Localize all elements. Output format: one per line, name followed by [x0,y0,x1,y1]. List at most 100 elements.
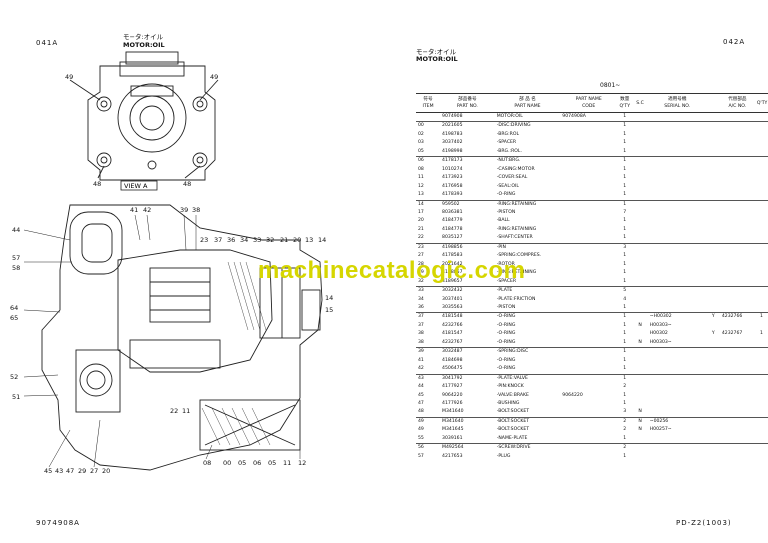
cell-sp [707,183,720,191]
cell-ano [720,209,755,217]
cell-aq: 1 [759,331,763,337]
cell-qty: 1 [623,192,627,198]
cell-ano [720,234,755,243]
exploded-diagram: 49 49 48 48 VIEW A [10,51,333,475]
cell-pno: M341640 [442,409,464,415]
cell-aq [755,426,768,434]
left-title-jp: モ−タ:オイル [123,33,164,41]
cell-ano [720,383,755,391]
cell-serial [648,166,707,174]
cell-item: 55 [418,435,424,441]
cell-qty: 1 [623,148,627,154]
cell-qty: 2 [623,445,627,451]
cell-sc [632,435,647,444]
callout-06: 06 [253,459,261,467]
cell-serial: H00303~ [649,322,672,328]
cell-serial [648,113,707,122]
cell-serial [648,348,707,357]
cell-pno: 3037401 [442,296,463,302]
callout-14: 14 [318,236,326,244]
callout-11: 11 [182,407,190,415]
callout-64: 64 [10,304,18,312]
cell-sp [707,444,720,453]
cell-name: -O-RING [496,331,516,337]
cell-name: -SPRING:DISC [496,349,529,355]
cell-name: -SPACER [496,278,517,284]
cell-sc [632,157,647,166]
cell-code [560,269,617,277]
cell-code [560,200,617,209]
cell-sp [707,383,720,391]
cell-ano [720,365,755,374]
cell-serial: ~00256 [649,418,669,424]
cell-code [560,330,617,338]
cell-item: 41 [418,357,424,363]
cell-name: -PIN [496,244,506,250]
cell-serial: H00302 [649,331,668,337]
cell-sc: N [638,322,642,328]
cell-sp: Y [711,331,715,337]
cell-qty: 1 [623,226,627,232]
right-title-en: MOTOR:OIL [416,55,458,63]
callout-11b: 11 [283,459,291,467]
cell-pno: 3032432 [442,288,463,294]
cell-item [416,113,440,122]
cell-item: 34 [418,296,424,302]
cell-ano [720,417,755,426]
cell-sp: Y [711,314,715,320]
cell-aq [755,174,768,182]
cell-ano [720,453,755,461]
cell-pno: 4184698 [442,357,463,363]
cell-code [560,226,617,234]
cell-qty: 3 [623,244,627,250]
cell-sc [632,392,647,400]
cell-sc [632,113,647,122]
cell-ano [720,113,755,122]
cell-sp [707,426,720,434]
cell-qty: 2 [623,384,627,390]
cell-name: -BOLT:SOCKET [496,418,530,424]
cell-pno: 4178583 [442,253,463,259]
cell-qty: 1 [623,175,627,181]
cell-item: 12 [418,183,424,189]
cell-serial [648,148,707,157]
cell-serial [648,234,707,243]
cell-ano [720,139,755,147]
cell-sc [632,217,647,225]
cell-name: -O-RING [496,357,516,363]
cell-ano [720,269,755,277]
cell-pno: 4181547 [442,331,463,337]
cell-serial [648,392,707,400]
cell-pno: 3037402 [442,140,463,146]
cell-name: -BOLT:SOCKET [496,427,530,433]
cell-aq [755,226,768,234]
cell-qty: 7 [623,209,627,215]
cell-serial [648,139,707,147]
cell-qty: 1 [623,322,627,328]
cell-sp [707,435,720,444]
cell-sc [632,304,647,313]
cell-ano [720,191,755,200]
hdr-sp [707,94,720,113]
cell-pno: 8035127 [442,235,463,241]
cell-aq [755,166,768,174]
cell-pno: 9074908 [442,114,463,119]
cell-serial [648,408,707,417]
cell-aq [755,296,768,304]
cell-sp [707,417,720,426]
cell-serial [648,444,707,453]
cell-sc [632,296,647,304]
cell-sc [632,357,647,365]
cell-sp [707,148,720,157]
